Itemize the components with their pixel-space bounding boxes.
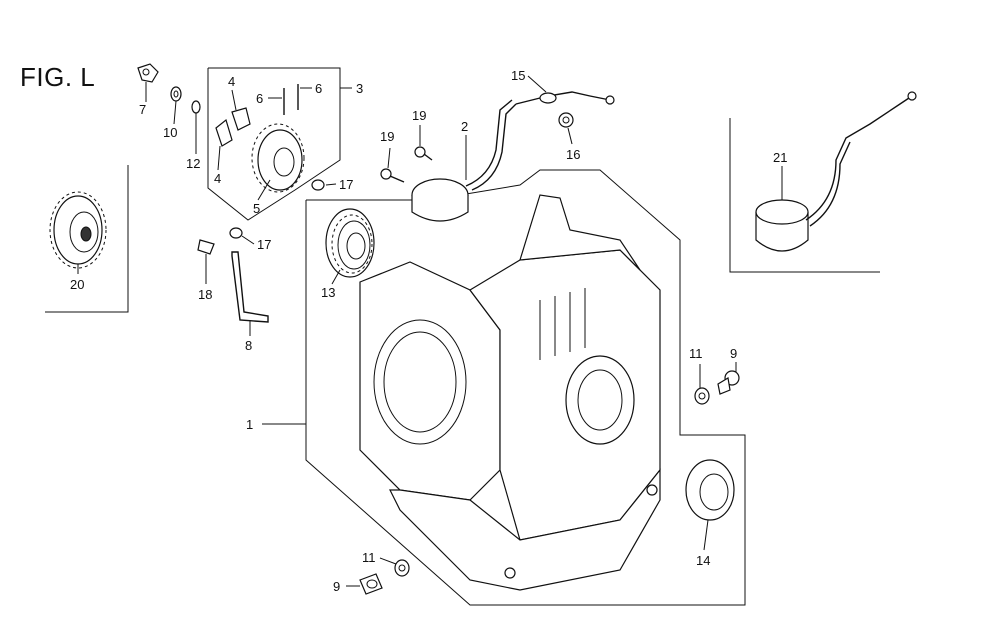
callout-9-right: 9 — [730, 346, 737, 361]
callout-11-bottom: 11 — [362, 550, 376, 565]
crankcase-bracket — [519, 194, 641, 271]
shaft-part-8 — [231, 251, 269, 323]
sensor-part-21 — [755, 91, 917, 252]
leader-lines — [77, 75, 783, 587]
grommet-part-16 — [558, 112, 574, 128]
gear-part-20 — [49, 191, 107, 269]
washer-part-11-right — [694, 387, 710, 405]
weight-part-4-lower — [215, 118, 233, 147]
callout-2: 2 — [461, 119, 468, 134]
callout-6-right: 6 — [315, 81, 322, 96]
washer-part-17-lower — [229, 227, 243, 239]
washer-part-11-bottom — [394, 559, 410, 577]
bolt-part-19-right — [414, 146, 433, 161]
callout-13: 13 — [321, 285, 335, 300]
bolt-part-9-bottom — [359, 573, 383, 595]
gear-part-5 — [257, 129, 303, 191]
callout-17-upper: 17 — [339, 177, 353, 192]
cylinder-bore-outer — [373, 319, 467, 445]
cable-part-15 — [515, 91, 615, 105]
figure-title: FIG. L — [20, 62, 96, 92]
group-boundaries — [45, 67, 880, 606]
washer-part-10 — [170, 86, 182, 102]
callout-3: 3 — [356, 81, 363, 96]
clip-part-18 — [197, 239, 215, 255]
boundary-crankcase — [305, 169, 746, 606]
bolt-part-9-right — [717, 370, 740, 395]
callout-7: 7 — [139, 102, 146, 117]
callout-14: 14 — [696, 553, 710, 568]
callout-20: 20 — [70, 277, 84, 292]
callout-18: 18 — [198, 287, 212, 302]
callout-1: 1 — [246, 417, 253, 432]
callout-4-upper: 4 — [228, 74, 235, 89]
callout-17-lower: 17 — [257, 237, 271, 252]
callout-21: 21 — [773, 150, 787, 165]
callout-19-left: 19 — [380, 129, 394, 144]
callout-4-lower: 4 — [214, 171, 221, 186]
washer-part-12 — [191, 100, 201, 114]
switch-part-2 — [411, 99, 517, 222]
callout-11-right: 11 — [689, 346, 703, 361]
bearing-part-13 — [325, 208, 375, 278]
crankcase-part-1 — [359, 194, 661, 591]
bolt-part-19-left — [380, 168, 405, 183]
weight-part-4-upper — [231, 107, 251, 131]
crankcase-bearing-boss — [565, 355, 635, 445]
cylinder-bore-inner — [383, 331, 457, 433]
governor-assembly-part-3 — [215, 84, 305, 193]
callout-5: 5 — [253, 201, 260, 216]
callout-19-right: 19 — [412, 108, 426, 123]
callout-6-left: 6 — [256, 91, 263, 106]
callout-12: 12 — [186, 156, 200, 171]
boundary-part-3 — [207, 67, 341, 221]
callout-15: 15 — [511, 68, 525, 83]
callout-8: 8 — [245, 338, 252, 353]
callout-10: 10 — [163, 125, 177, 140]
callout-9-bottom: 9 — [333, 579, 340, 594]
boundary-part-21 — [729, 118, 880, 273]
washer-part-17-upper — [311, 179, 325, 191]
bolt-part-7 — [137, 63, 159, 83]
callout-labels: 1 2 3 4 4 5 6 6 7 8 9 9 10 11 11 12 13 1… — [70, 68, 787, 594]
boundary-part-20 — [45, 165, 129, 313]
callout-16: 16 — [566, 147, 580, 162]
oil-seal-part-14 — [685, 459, 735, 521]
crankcase-base — [389, 468, 661, 591]
